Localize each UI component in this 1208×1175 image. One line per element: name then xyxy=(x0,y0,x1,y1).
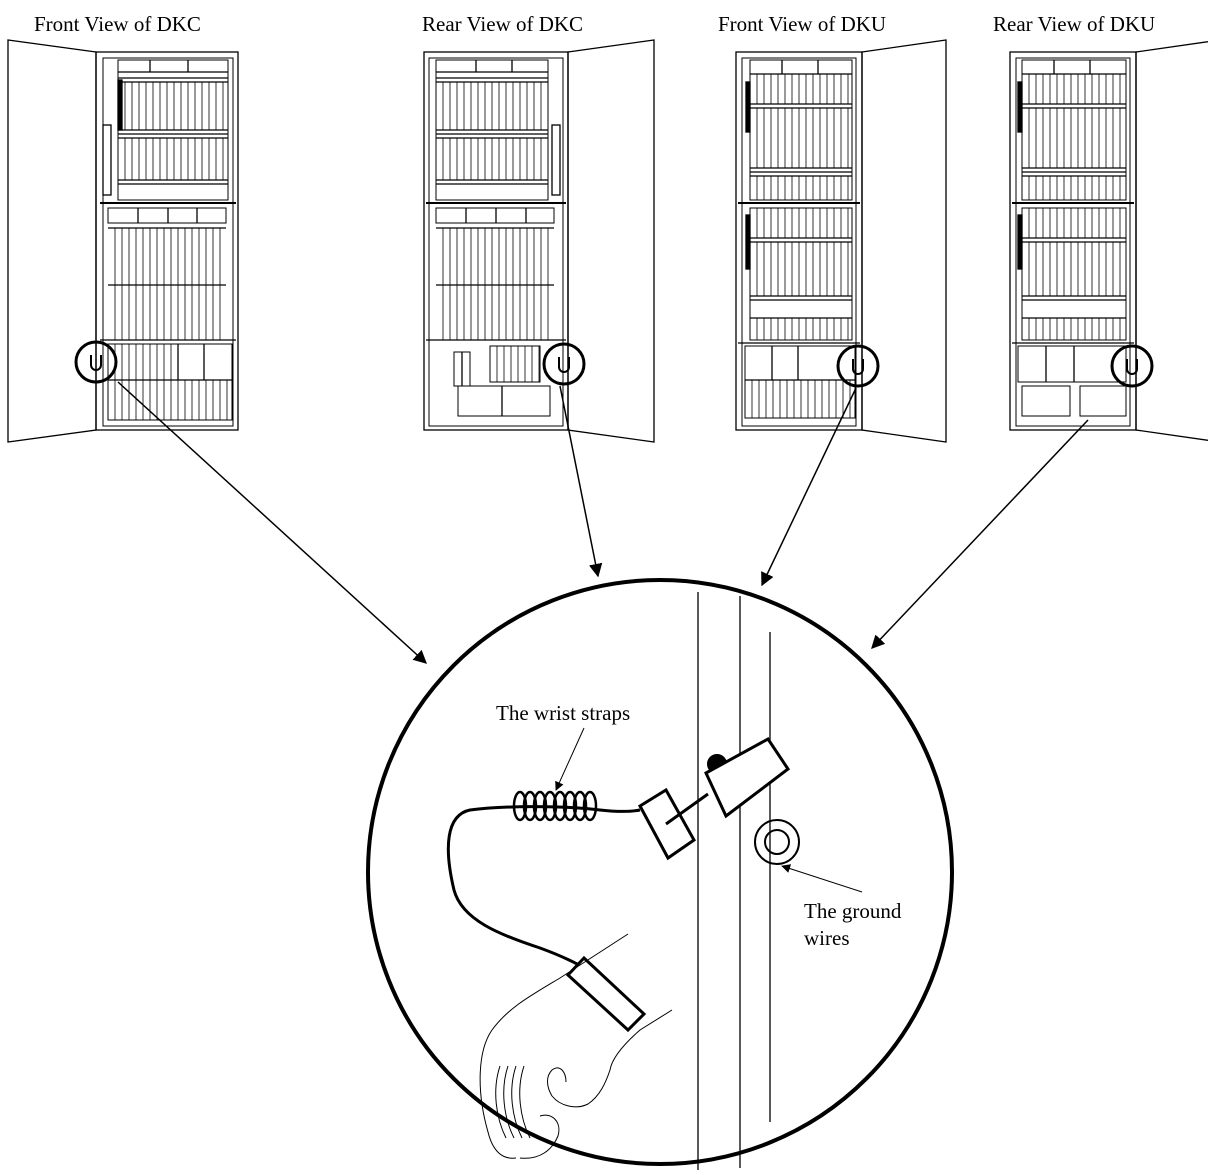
cabinet-slats xyxy=(114,74,1121,420)
ground-terminal-marker xyxy=(836,344,880,388)
ground-terminal-marker xyxy=(1110,344,1154,388)
cabinet-body xyxy=(95,51,239,431)
open-door xyxy=(861,39,947,443)
cord-coils xyxy=(512,790,598,822)
open-door xyxy=(1135,41,1208,441)
label-ground-wires-line1: The ground xyxy=(804,899,902,923)
caption-front-view-dkc: Front View of DKC xyxy=(34,12,201,36)
wrist-band xyxy=(565,955,647,1033)
cabinet-rear-view-dkc xyxy=(423,39,655,443)
caption-front-view-dku: Front View of DKU xyxy=(718,12,887,36)
arrow-rear-dkc xyxy=(559,385,603,578)
wrist-strap-clip xyxy=(638,737,791,861)
cabinet-body xyxy=(735,51,863,431)
caption-rear-view-dku: Rear View of DKU xyxy=(993,12,1156,36)
label-wrist-straps: The wrist straps xyxy=(496,701,631,725)
label-ground-wires-line2: wires xyxy=(804,926,850,950)
cabinet-body xyxy=(423,51,569,431)
open-door xyxy=(7,39,97,443)
label-ground-wires: The ground wires xyxy=(804,898,901,952)
leader-wrist-strap xyxy=(555,727,585,791)
ground-terminal-marker xyxy=(542,342,586,386)
arrow-front-dku xyxy=(761,387,857,587)
open-door xyxy=(567,39,655,443)
pointer-arrows xyxy=(117,381,1089,664)
leader-ground-wire xyxy=(781,864,863,893)
detail-circle xyxy=(366,578,954,1166)
hand-outline xyxy=(479,933,673,1159)
caption-rear-view-dkc: Rear View of DKC xyxy=(422,12,584,36)
cabinet-front-view-dku xyxy=(735,39,947,443)
detail-magnified-view xyxy=(366,578,954,1170)
cabinet-front-view-dkc xyxy=(7,39,239,443)
arrow-front-dkc xyxy=(117,381,427,664)
coiled-cord xyxy=(446,805,641,970)
cabinet-body xyxy=(1009,51,1137,431)
cabinet-rear-view-dku xyxy=(1009,41,1208,441)
ground-terminal-marker xyxy=(74,340,118,384)
arrow-rear-dku xyxy=(871,419,1089,649)
